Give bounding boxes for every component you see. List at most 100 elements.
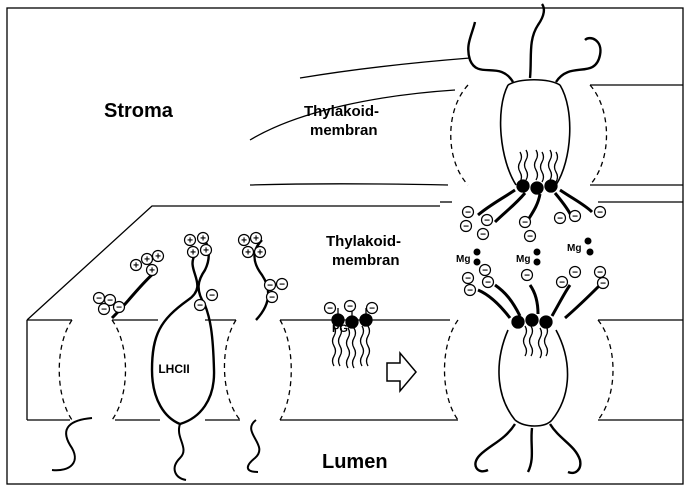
positive-charge-icon: +: [142, 254, 153, 266]
mg-ion-center: Mg: [516, 249, 541, 266]
svg-text:−: −: [597, 208, 603, 219]
svg-text:−: −: [465, 274, 471, 285]
negative-charge-icon: −: [525, 231, 536, 243]
negative-charge-icon: −: [482, 215, 493, 227]
mg-label-center: Mg: [516, 254, 530, 265]
svg-text:+: +: [245, 248, 251, 259]
negative-charge-icon: −: [367, 303, 378, 315]
positive-charge-icon: +: [188, 247, 199, 259]
svg-text:−: −: [116, 303, 122, 314]
svg-text:+: +: [253, 234, 259, 245]
negative-charge-icon: −: [598, 278, 609, 290]
svg-text:−: −: [465, 208, 471, 219]
thylakoid-upper-line-2: membran: [304, 121, 379, 140]
svg-text:+: +: [257, 248, 263, 259]
thylakoid-membrane-lower-label: Thylakoid- membran: [326, 232, 401, 270]
negative-charge-icon: −: [557, 277, 568, 289]
negative-charge-icon: −: [325, 303, 336, 315]
svg-text:+: +: [203, 246, 209, 257]
svg-text:−: −: [557, 214, 563, 225]
thylakoid-upper-line-1: Thylakoid-: [304, 102, 379, 121]
svg-text:−: −: [463, 222, 469, 233]
svg-text:+: +: [190, 248, 196, 259]
svg-text:−: −: [347, 302, 353, 313]
svg-text:−: −: [369, 304, 375, 315]
svg-text:−: −: [269, 293, 275, 304]
negative-charge-icon: −: [570, 267, 581, 279]
svg-text:+: +: [144, 255, 150, 266]
lower-stacked-complex: [445, 285, 614, 473]
svg-text:−: −: [559, 278, 565, 289]
svg-text:−: −: [597, 268, 603, 279]
negative-charge-icon: −: [267, 292, 278, 304]
lhcii-center: [152, 240, 214, 480]
stroma-label: Stroma: [104, 100, 173, 123]
svg-text:−: −: [101, 305, 107, 316]
mg-label-left: Mg: [456, 254, 470, 265]
transition-arrow: [387, 353, 416, 391]
negative-charge-icon: −: [555, 213, 566, 225]
positive-charge-icon: +: [201, 245, 212, 257]
negative-charge-icon: −: [265, 280, 276, 292]
negative-charge-icon: −: [94, 293, 105, 305]
lhcii-label: LHCII: [158, 362, 189, 376]
negative-charge-icon: −: [345, 301, 356, 313]
svg-text:−: −: [197, 301, 203, 312]
svg-text:−: −: [527, 232, 533, 243]
pg-lipids: [332, 308, 372, 368]
negative-charge-icon: −: [99, 304, 110, 316]
svg-text:−: −: [484, 216, 490, 227]
mg-ion-left: Mg: [456, 249, 481, 266]
negative-charge-icon: −: [478, 229, 489, 241]
positive-charge-icon: +: [255, 247, 266, 259]
thylakoid-membrane-upper-label: Thylakoid- membran: [304, 102, 379, 140]
svg-text:−: −: [279, 280, 285, 291]
svg-text:−: −: [480, 230, 486, 241]
negative-charge-icon: −: [277, 279, 288, 291]
thylakoid-lower-line-2: membran: [326, 251, 401, 270]
positive-charge-icon: +: [198, 233, 209, 245]
upper-stacked-complex: [451, 4, 607, 222]
positive-charge-icon: +: [153, 251, 164, 263]
negative-charge-icon: −: [114, 302, 125, 314]
svg-text:+: +: [133, 261, 139, 272]
negative-charge-icon: −: [465, 285, 476, 297]
svg-text:+: +: [241, 236, 247, 247]
negative-charge-icon: −: [461, 221, 472, 233]
thylakoid-lower-line-1: Thylakoid-: [326, 232, 401, 251]
negative-charge-icon: −: [595, 207, 606, 219]
negative-charge-icon: −: [483, 277, 494, 289]
svg-text:−: −: [96, 294, 102, 305]
positive-charge-icon: +: [243, 247, 254, 259]
mg-ion-right: Mg: [567, 238, 594, 256]
negative-charge-icon: −: [570, 211, 581, 223]
positive-charge-icon: +: [239, 235, 250, 247]
svg-text:−: −: [572, 212, 578, 223]
svg-text:+: +: [187, 236, 193, 247]
svg-text:−: −: [524, 271, 530, 282]
negative-charge-icon: −: [480, 265, 491, 277]
svg-text:−: −: [485, 278, 491, 289]
svg-text:−: −: [467, 286, 473, 297]
svg-text:−: −: [600, 279, 606, 290]
svg-text:−: −: [482, 266, 488, 277]
lumen-label: Lumen: [322, 451, 388, 474]
svg-text:−: −: [572, 268, 578, 279]
negative-charge-icon: −: [522, 270, 533, 282]
svg-text:+: +: [200, 234, 206, 245]
mg-label-right: Mg: [567, 243, 581, 254]
svg-text:+: +: [155, 252, 161, 263]
svg-text:+: +: [149, 266, 155, 277]
negative-charge-icon: −: [207, 290, 218, 302]
positive-charge-icon: +: [185, 235, 196, 247]
svg-text:−: −: [267, 281, 273, 292]
negative-charge-icon: −: [463, 207, 474, 219]
positive-charge-icon: +: [251, 233, 262, 245]
lhcii-right: [224, 240, 291, 472]
negative-charge-icon: −: [595, 267, 606, 279]
svg-text:−: −: [209, 291, 215, 302]
svg-text:−: −: [522, 218, 528, 229]
positive-charge-icon: +: [131, 260, 142, 272]
negative-charge-icon: −: [463, 273, 474, 285]
